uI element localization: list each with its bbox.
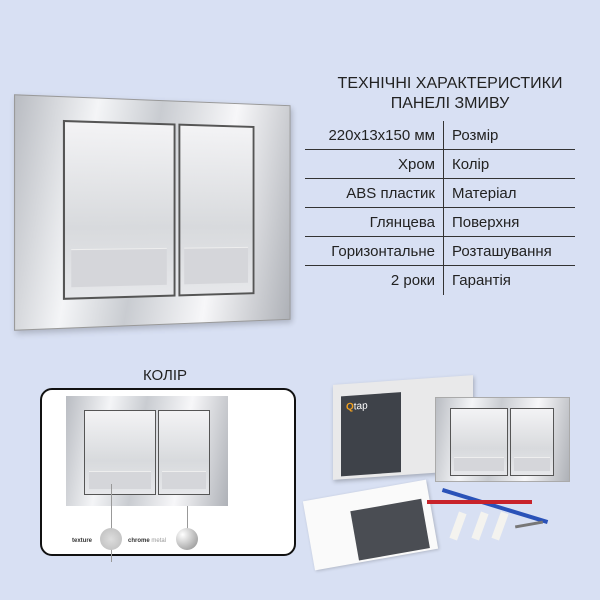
chrome-swatch (176, 528, 198, 550)
red-rod (427, 500, 532, 504)
box-label: Qtap (341, 392, 401, 477)
product-button-right (510, 408, 554, 476)
sheet-dark-panel (350, 498, 430, 561)
wall-plug (471, 511, 489, 541)
product-button-left (450, 408, 508, 476)
preview-button-left (84, 410, 156, 495)
screws (514, 520, 544, 529)
qtap-logo: Qtap (346, 400, 368, 413)
panel-product (435, 397, 570, 482)
preview-button-right (158, 410, 210, 495)
instruction-sheet (302, 479, 439, 571)
wall-plug (491, 511, 509, 541)
chrome-leader-line (187, 506, 188, 530)
texture-leader-line (111, 484, 112, 562)
texture-swatch (100, 528, 122, 550)
color-section-title: КОЛІР (142, 367, 188, 384)
texture-label: texture (72, 538, 93, 544)
flush-panel-image (13, 94, 291, 331)
specs-title: ТЕХНІЧНІ ХАРАКТЕРИСТИКИ ПАНЕЛІ ЗМИВУ (337, 75, 563, 112)
flush-button-large (62, 120, 176, 301)
panel-preview (66, 396, 228, 506)
chrome-metal-label: chrome metal (128, 538, 167, 544)
wall-plug (449, 511, 467, 541)
flush-button-small (178, 123, 255, 297)
color-swatch-card: texture chrome metal (40, 388, 296, 562)
